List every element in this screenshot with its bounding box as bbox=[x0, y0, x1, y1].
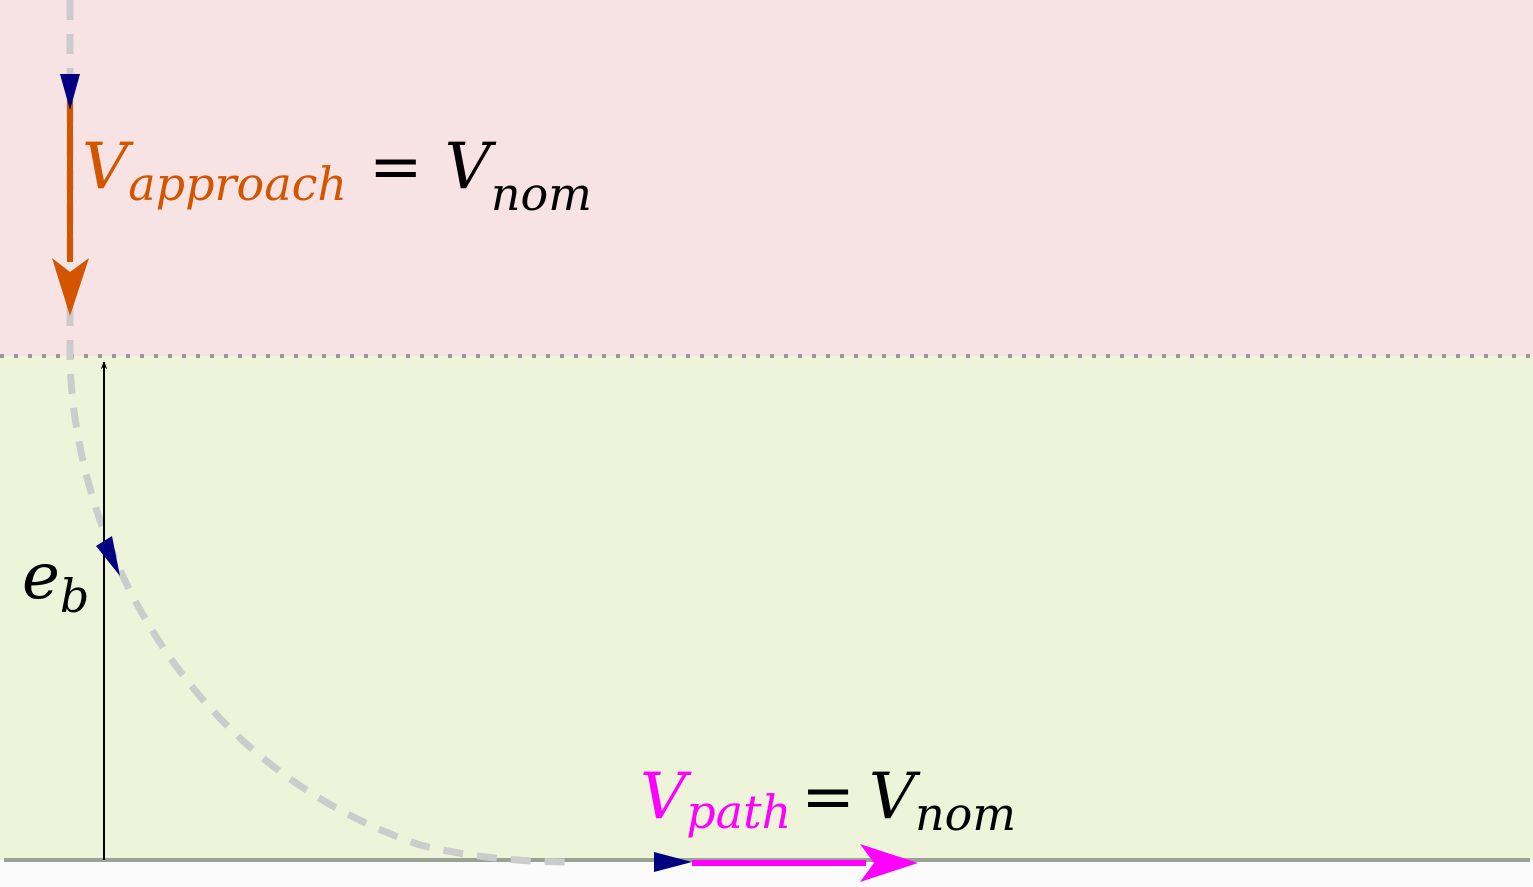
path-equals: = bbox=[801, 760, 855, 834]
path-subscript: path bbox=[686, 785, 791, 839]
direction-marker-curve bbox=[96, 536, 120, 576]
boundary-region bbox=[0, 356, 1533, 860]
approach-velocity-label: Vapproach = Vnom bbox=[82, 130, 592, 221]
path-rhs-subscript: nom bbox=[915, 787, 1016, 841]
path-velocity-arrowhead bbox=[860, 844, 918, 882]
approach-velocity-arrowhead bbox=[52, 258, 89, 316]
approach-rhs-symbol: V bbox=[445, 130, 497, 204]
direction-marker-top bbox=[60, 74, 80, 110]
approach-rhs-subscript: nom bbox=[491, 167, 592, 221]
approach-subscript: approach bbox=[128, 157, 347, 211]
approach-symbol: V bbox=[82, 130, 134, 204]
approach-equals: = bbox=[369, 130, 423, 204]
distance-symbol: e bbox=[22, 540, 60, 614]
trajectory-curve bbox=[66, 0, 573, 866]
distance-subscript: b bbox=[60, 569, 89, 623]
approach-region bbox=[0, 0, 1533, 356]
path-rhs-symbol: V bbox=[869, 760, 921, 834]
path-symbol: V bbox=[640, 760, 692, 834]
direction-marker-path bbox=[654, 852, 692, 872]
distance-label: eb bbox=[22, 540, 89, 623]
path-velocity-label: Vpath=Vnom bbox=[640, 760, 1016, 841]
